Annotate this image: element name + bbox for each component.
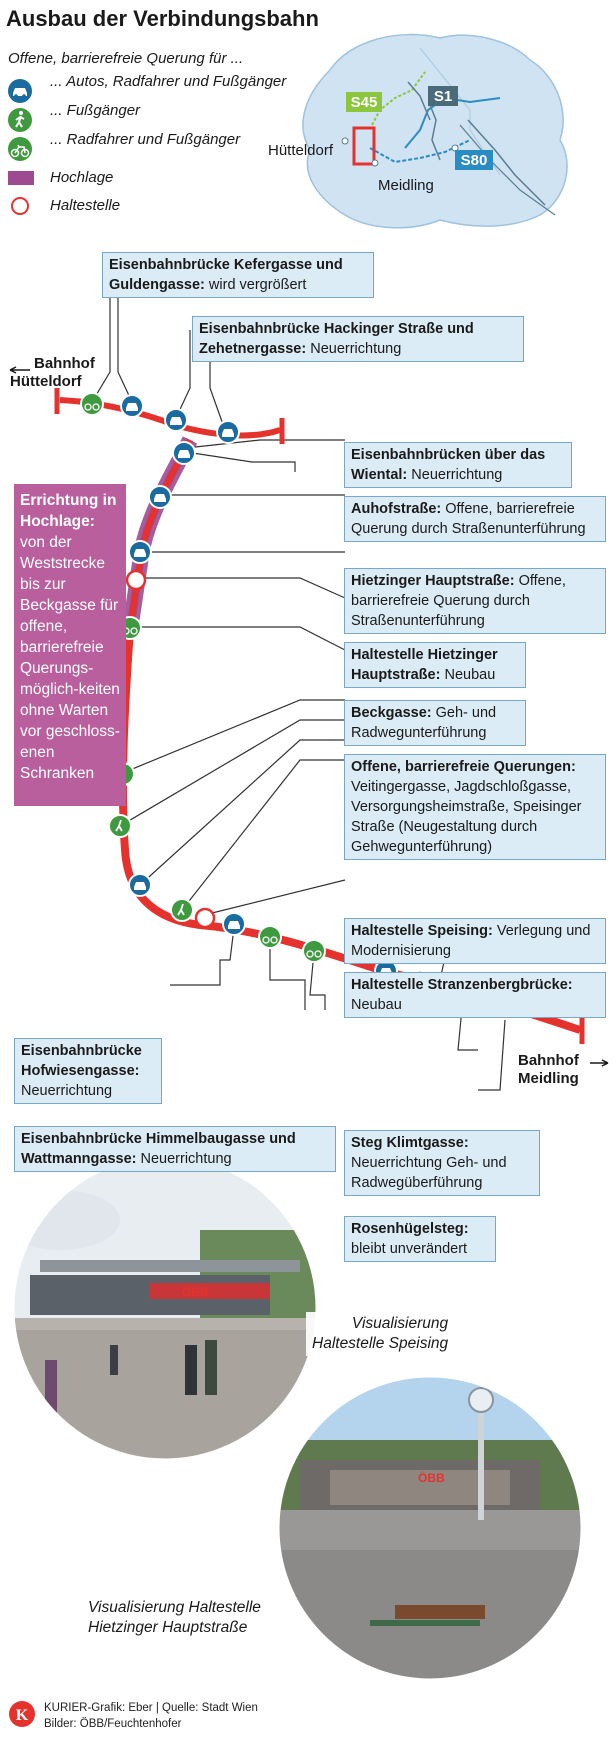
legend-pedestrian-label: ... Fußgänger [50, 102, 141, 119]
legend-elevated-label: Hochlage [50, 169, 114, 186]
map-label-s45: S45 [351, 94, 378, 111]
svg-text:ÖBB: ÖBB [418, 1470, 445, 1485]
info-box-beckgasse: Beckgasse: Geh- und Radwegunterführung [344, 700, 526, 746]
elevated-info-box: Errichtung in Hochlage: von der Weststre… [14, 484, 126, 806]
map-label-s80: S80 [461, 152, 488, 169]
arrow-west-icon [9, 366, 30, 374]
legend-stop-icon [11, 197, 29, 215]
info-box-hofwiesen: Eisenbahnbrücke Hofwiesengasse: Neuerric… [14, 1038, 162, 1104]
crossing-car-1 [120, 394, 144, 418]
station-huetteldorf: Bahnhof Hütteldorf [10, 355, 95, 390]
vienna-map [302, 33, 568, 229]
legend-stop-label: Haltestelle [50, 197, 121, 214]
crossing-ped-2 [108, 814, 132, 838]
info-box-stranzenberg: Haltestelle Stranzenbergbrücke: Neubau [344, 972, 606, 1018]
crossing-ped-3 [170, 898, 194, 922]
crossing-car-4 [172, 441, 196, 465]
legend-intro: Offene, barrierefreie Querung für ... [8, 50, 244, 67]
crossing-car-2 [164, 408, 188, 432]
stop-speising [194, 907, 216, 929]
info-box-offene-querungen: Offene, barrierefreie Querungen: Veiting… [344, 754, 606, 860]
info-box-hackinger: Eisenbahnbrücke Hackinger Straße und Zeh… [192, 316, 524, 362]
caption-hietzing: Visualisierung Haltestelle Hietzinger Ha… [82, 1596, 267, 1640]
crossing-bike-4 [302, 939, 326, 963]
visualisation-hietzing-image: ÖBB [278, 1376, 582, 1680]
legend-pedestrian-icon [8, 108, 32, 132]
map-label-s1: S1 [434, 88, 452, 105]
page-title: Ausbau der Verbindungsbahn [6, 6, 319, 31]
kurier-logo [9, 1701, 35, 1727]
legend-elevated-swatch [8, 171, 34, 185]
kurier-logo-text: K [16, 1707, 29, 1724]
info-box-kefergasse: Eisenbahnbrücke Kefergasse und Guldengas… [102, 252, 374, 298]
crossing-bike-3 [258, 925, 282, 949]
info-box-auhof: Auhofstraße: Offene, barrierefreie Queru… [344, 496, 606, 542]
crossing-car-5 [148, 485, 172, 509]
info-box-speising: Haltestelle Speising: Verlegung und Mode… [344, 918, 606, 964]
crossing-car-3 [216, 420, 240, 444]
info-box-haltestelle-hietzinger: Haltestelle Hietzinger Hauptstraße: Neub… [344, 642, 526, 688]
crossing-car-8 [222, 912, 246, 936]
info-box-hietzinger: Hietzinger Hauptstraße: Offene, barriere… [344, 568, 606, 634]
caption-speising: Visualisierung Haltestelle Speising [306, 1312, 455, 1356]
info-box-himmelbau: Eisenbahnbrücke Himmelbaugasse und Wattm… [14, 1126, 336, 1172]
crossing-bike-1 [80, 392, 104, 416]
legend-bicycle-icon [8, 137, 32, 161]
footer-credit-1: KURIER-Grafik: Eber | Quelle: Stadt Wien [44, 1702, 258, 1714]
info-box-klimt: Steg Klimtgasse: Neuerrichtung Geh- und … [344, 1130, 540, 1196]
legend-car-label: ... Autos, Radfahrer und Fußgänger [50, 73, 287, 90]
info-box-wiental: Eisenbahnbrücken über das Wiental: Neuer… [344, 442, 572, 488]
crossing-car-7 [128, 873, 152, 897]
leader-lines [91, 270, 507, 1091]
legend-car-icon [8, 79, 32, 103]
legend-bicycle-label: ... Radfahrer und Fußgänger [50, 131, 241, 148]
visualisation-speising-image: ÖBB [13, 1156, 317, 1460]
info-box-rosenhuegel: Rosenhügelsteg: bleibt unverändert [344, 1216, 496, 1262]
stop-hietzinger [125, 569, 147, 591]
map-label-huetteldorf: Hütteldorf [268, 142, 334, 159]
station-meidling: Bahnhof Meidling [518, 1052, 579, 1087]
arrow-east-icon [590, 1059, 609, 1067]
map-label-meidling: Meidling [378, 177, 434, 194]
crossing-car-6 [128, 540, 152, 564]
footer-credit-2: Bilder: ÖBB/Feuchtenhofer [44, 1718, 182, 1730]
svg-text:ÖBB: ÖBB [182, 1284, 209, 1299]
